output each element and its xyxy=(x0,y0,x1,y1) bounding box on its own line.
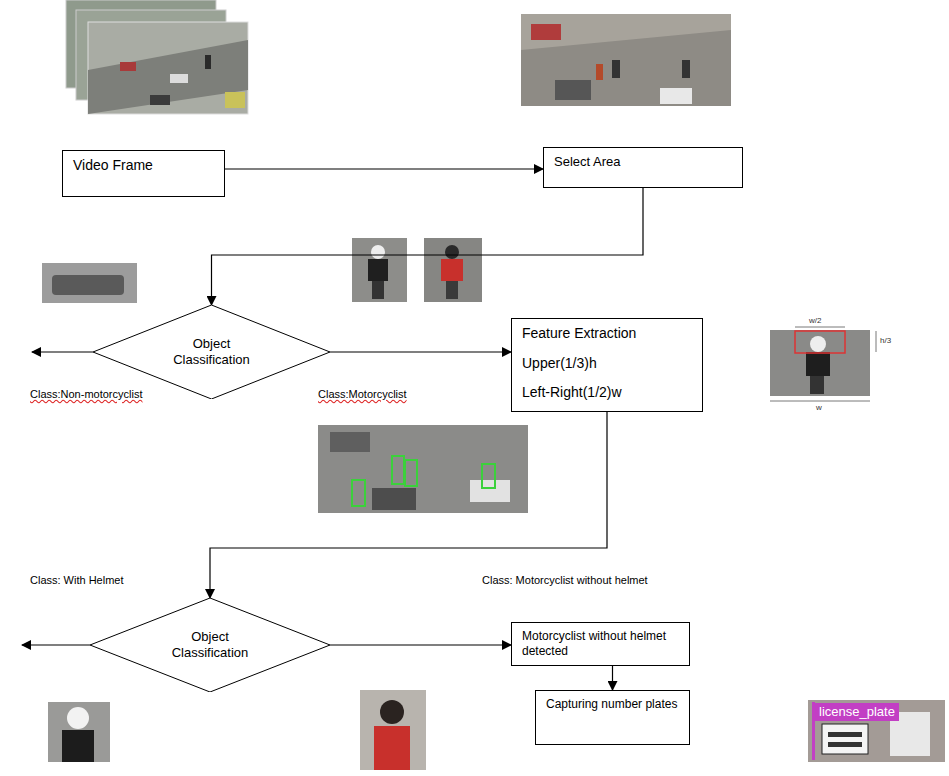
license-plate-photo xyxy=(808,700,945,762)
detection-tag: license_plate xyxy=(815,703,899,721)
no-helmet-thumbnail xyxy=(360,690,426,770)
node-line: Left-Right(1/2)w xyxy=(522,384,692,402)
process-box: Motorcyclist without helmet detected xyxy=(511,622,690,666)
video-frames-photo xyxy=(66,0,248,114)
node-title: Object Classification xyxy=(164,336,260,369)
decision-diamond: Object Classification xyxy=(93,305,330,399)
class-label: Class: With Helmet xyxy=(30,574,124,587)
node-title: Feature Extraction xyxy=(522,325,692,343)
class-label: Class:Non-motorcyclist xyxy=(30,388,142,401)
node-title: Motorcyclist without helmet detected xyxy=(522,629,679,659)
node-title: Capturing number plates xyxy=(546,697,679,712)
node-title: Object Classification xyxy=(162,629,258,662)
input-box: Video Frame xyxy=(62,150,225,197)
node-title: Video Frame xyxy=(73,157,214,175)
node-line: Upper(1/3)h xyxy=(522,355,692,373)
flow-arrow xyxy=(212,188,644,305)
helmet-thumbnail xyxy=(48,702,110,762)
output-box: Capturing number plates xyxy=(535,690,690,745)
flow-arrow xyxy=(330,351,511,352)
feature-region-figure xyxy=(770,327,876,401)
flow-arrow xyxy=(330,644,511,645)
dimension-label: w/2 xyxy=(809,316,821,326)
dimension-label: h/3 xyxy=(880,336,891,346)
class-label: Class: Motorcyclist without helmet xyxy=(482,574,648,587)
select-area-photo xyxy=(521,14,731,106)
motorcyclist-thumbnails xyxy=(352,238,482,302)
flow-arrow xyxy=(612,666,613,690)
decision-diamond: Object Classification xyxy=(90,598,330,692)
flow-arrow xyxy=(225,168,543,169)
process-box: Select Area xyxy=(543,147,743,188)
dimension-label: w xyxy=(816,403,822,413)
class-label: Class:Motorcyclist xyxy=(318,388,407,401)
accept-arrow xyxy=(22,644,90,645)
flow-arrow xyxy=(210,412,607,598)
car-thumbnail xyxy=(42,263,137,303)
reject-arrow xyxy=(32,351,93,352)
detection-photo xyxy=(318,425,528,513)
node-title: Select Area xyxy=(554,154,732,170)
process-box: Feature ExtractionUpper(1/3)hLeft-Right(… xyxy=(511,318,703,412)
